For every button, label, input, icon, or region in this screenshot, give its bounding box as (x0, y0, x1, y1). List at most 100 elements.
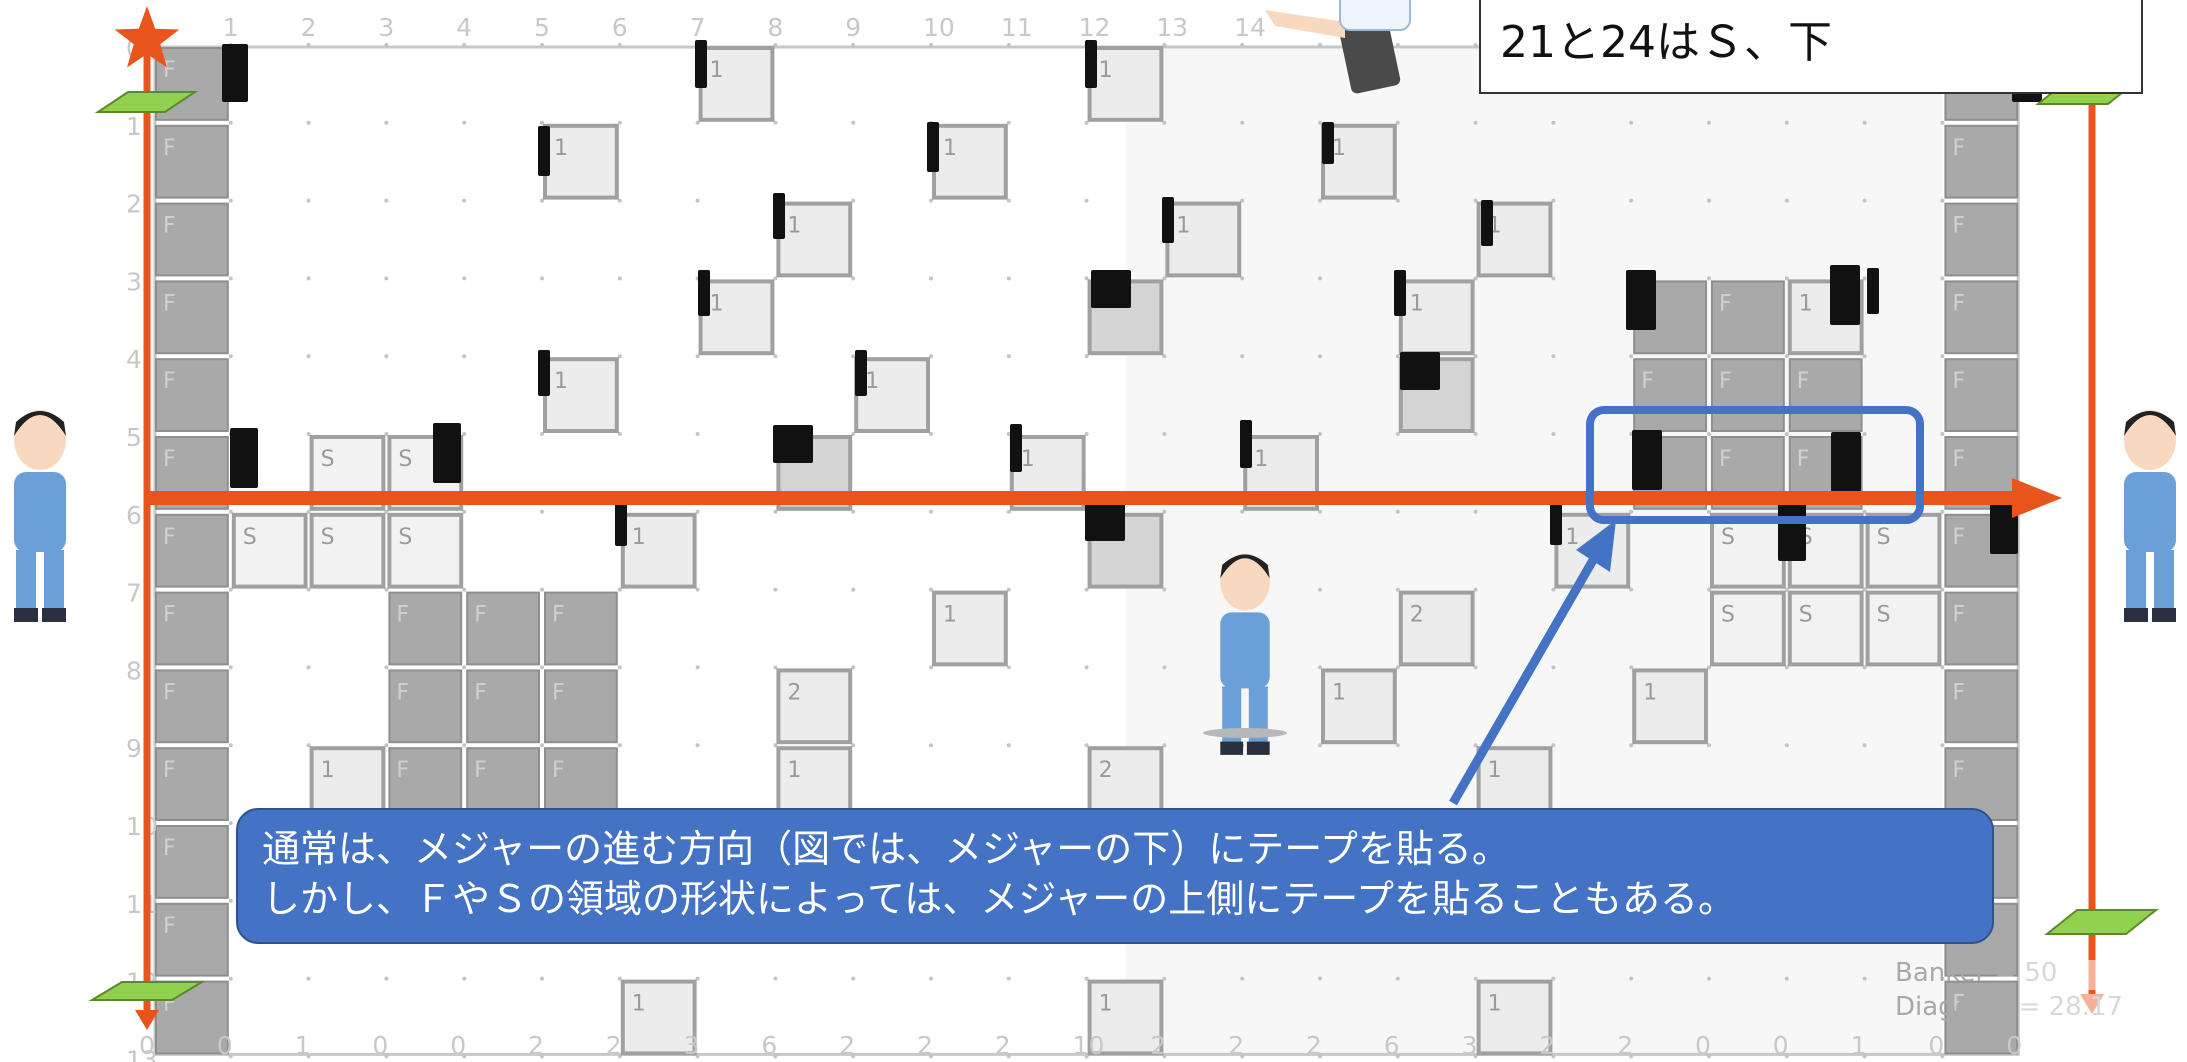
grid-dot (228, 1054, 233, 1059)
grid-dot (1784, 354, 1789, 359)
tape-mark (1010, 424, 1022, 472)
grid-dot (462, 43, 467, 47)
marked-cell (231, 512, 308, 589)
bottom-count: 2 (1150, 1031, 1166, 1060)
bottom-count: 3 (684, 1031, 700, 1060)
running-worker-icon (1220, 553, 1270, 755)
grid-dot (384, 1054, 389, 1059)
grid-dot (384, 120, 389, 125)
grid-dot (851, 1054, 856, 1059)
fixed-cell-label: F (1952, 680, 1965, 705)
fixed-cell-label: F (396, 680, 409, 705)
grid-dot (773, 976, 778, 981)
face (1220, 553, 1270, 611)
shoe (42, 608, 66, 622)
bottom-count: 2 (606, 1031, 622, 1060)
bottom-count: 6 (761, 1031, 777, 1060)
bottom-count: 2 (1228, 1031, 1244, 1060)
grid-dot (1395, 198, 1400, 203)
grid-dot (773, 276, 778, 281)
column-label: 4 (456, 13, 472, 42)
column-label: 12 (1079, 13, 1111, 42)
fixed-cell (1944, 124, 2019, 199)
grid-dot (773, 743, 778, 748)
grid-dot (384, 976, 389, 981)
grid-dot (1473, 1054, 1478, 1059)
supervisor-icon (1339, 0, 1411, 31)
grid-dot (1006, 354, 1011, 359)
shadow (1203, 728, 1287, 738)
grid-dot (228, 509, 233, 514)
column-label: 14 (1234, 13, 1266, 42)
grid-dot (1395, 1054, 1400, 1059)
grid-dot (851, 43, 856, 47)
grid-dot (1551, 432, 1556, 436)
grid-dot (1084, 665, 1089, 670)
grid-dot (773, 354, 778, 359)
grid-dot (228, 821, 233, 825)
grid-dot (228, 743, 233, 748)
grid-dot (1318, 976, 1322, 981)
arrow-head (1576, 520, 1616, 572)
grid-dot (1707, 276, 1711, 281)
grid-dot (1784, 743, 1789, 748)
fixed-cell-label: F (474, 603, 487, 628)
fixed-cell-label: F (1952, 525, 1965, 550)
fixed-cell (155, 202, 229, 277)
grid-dot (1551, 1054, 1556, 1059)
row-label: 7 (126, 579, 142, 608)
fixed-cell-label: F (1952, 369, 1965, 394)
bottom-count: 0 (1773, 1031, 1789, 1060)
grid-dot (1318, 587, 1322, 592)
leg (44, 550, 64, 612)
face (14, 410, 66, 470)
marked-cell (776, 201, 853, 278)
explanation-callout: 通常は、メジャーの進む方向（図では、メジャーの下）にテープを貼る。 しかし、Ｆや… (236, 808, 1994, 944)
tape-mark (1085, 40, 1097, 88)
corner-marker-icon (94, 91, 199, 113)
fixed-cell (466, 669, 541, 744)
cell-value: S (1877, 603, 1891, 628)
tape-mark (538, 350, 550, 396)
marked-cell (309, 512, 386, 589)
fixed-cell-label: F (1952, 291, 1965, 316)
grid-dot (1707, 509, 1711, 514)
grid-dot (1084, 976, 1089, 981)
tape-mark (1394, 270, 1406, 316)
start-star-icon (114, 6, 180, 68)
column-label: 11 (1001, 13, 1033, 42)
grid-dot (851, 354, 856, 359)
shoe (1220, 741, 1244, 755)
cell-value: 1 (632, 525, 646, 550)
tape-mark (615, 498, 627, 546)
row-label: 11 (126, 890, 158, 919)
fixed-cell-label: F (163, 136, 176, 161)
fixed-cell (1944, 202, 2019, 277)
cell-value: 1 (1332, 136, 1346, 161)
grid-dot (1784, 665, 1789, 670)
grid-dot (1784, 120, 1789, 125)
fixed-cell (1944, 747, 2019, 822)
fixed-cell (1633, 358, 1707, 433)
grid-dot (1940, 743, 1945, 748)
grid-dot (228, 898, 233, 903)
grid-dot (228, 665, 233, 670)
cell-value: 1 (1099, 58, 1113, 83)
cell-value: 1 (1799, 291, 1813, 316)
column-label: 5 (534, 13, 550, 42)
marked-cell (387, 512, 464, 589)
bottom-count: 2 (528, 1031, 544, 1060)
grid-dot (1006, 665, 1011, 670)
tape-mark (698, 270, 710, 316)
fixed-cell (155, 124, 229, 199)
grid-dot (1162, 509, 1167, 514)
arrow-head (2012, 478, 2062, 518)
grid-dot (1318, 743, 1322, 748)
leg (2126, 550, 2146, 612)
grid-dot (1395, 43, 1400, 47)
grid-dot (540, 976, 544, 981)
fixed-cell-label: F (1952, 136, 1965, 161)
grid-dot (1395, 743, 1400, 748)
grid-dot (1551, 665, 1556, 670)
corner-marker-icon (2044, 909, 2159, 935)
